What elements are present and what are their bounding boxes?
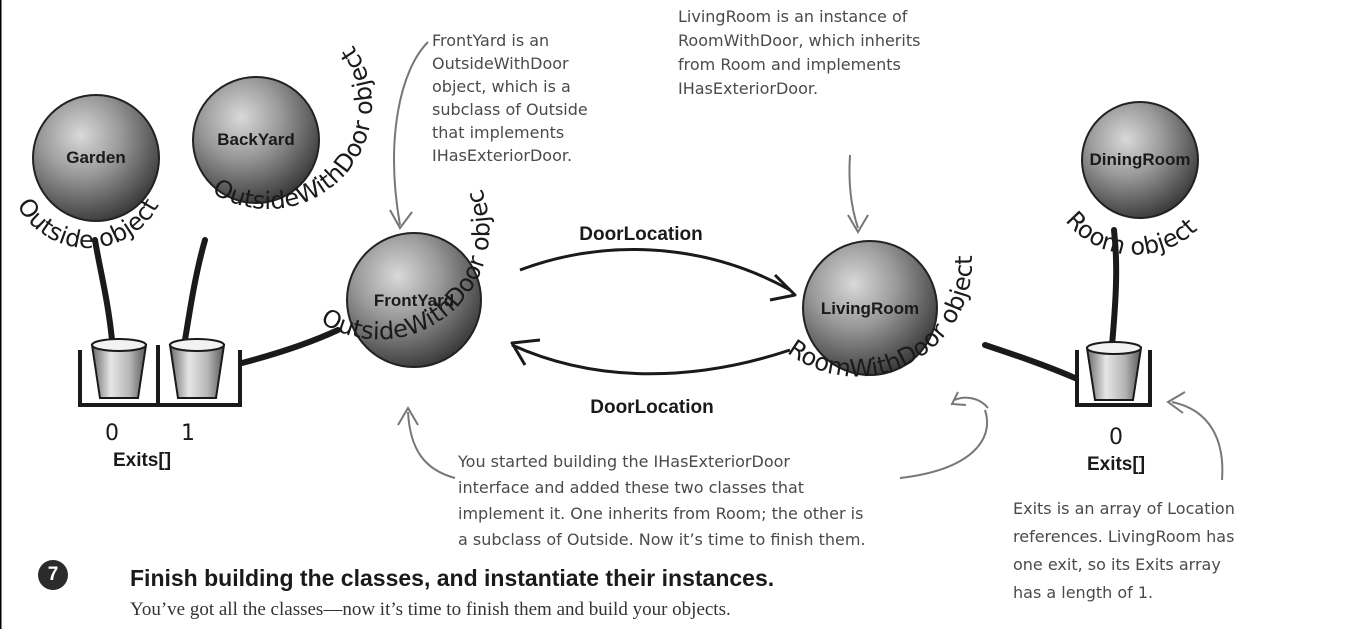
livingroom-exits-link (982, 342, 1078, 381)
object-name: FrontYard (374, 291, 454, 310)
exits-callout: Exits is an array of Location references… (1013, 391, 1235, 602)
exits-array-label: Exits[] (113, 450, 171, 471)
exit-index-0: 0 (105, 421, 119, 446)
exit-slot-0 (1085, 347, 1143, 401)
note-line: references. LivingRoom has (1013, 527, 1234, 546)
note-line: You started building the IHasExteriorDoo… (457, 452, 790, 471)
note-line: IHasExteriorDoor. (432, 146, 572, 165)
note-line: FrontYard is an (432, 31, 549, 50)
step-title: Finish building the classes, and instant… (130, 565, 775, 591)
note-line: subclass of Outside (432, 100, 588, 119)
exit-index-0: 0 (1109, 425, 1123, 450)
arrowhead-icon (510, 338, 541, 366)
note-line: object, which is a (432, 77, 571, 96)
step-body: You’ve got all the classes—now it’s time… (130, 599, 731, 620)
frontyard-object: FrontYard (346, 232, 482, 368)
step-number-badge: 7 (38, 560, 68, 590)
diningroom-object: DiningRoom (1081, 101, 1199, 219)
note-line: OutsideWithDoor (432, 54, 569, 73)
livingroom-object: LivingRoom (802, 240, 938, 376)
frontyard-exits-link (239, 327, 341, 366)
object-name: BackYard (217, 130, 295, 149)
exit-slot-0 (90, 344, 148, 399)
note-line: a subclass of Outside. Now it’s time to … (458, 530, 866, 549)
interface-callout: You started building the IHasExteriorDoo… (397, 391, 989, 549)
note-line: Exits is an array of Location (1013, 499, 1235, 518)
diningroom-link (1109, 227, 1120, 348)
note-line: that implements (432, 123, 564, 142)
arrowhead-icon (950, 391, 967, 406)
arrowhead-icon (769, 273, 797, 302)
arrowhead-icon (1166, 391, 1186, 414)
exits-array-label: Exits[] (1087, 454, 1145, 475)
note-line: LivingRoom is an instance of (678, 7, 908, 26)
backyard-link (182, 237, 208, 343)
note-line: has a length of 1. (1013, 583, 1153, 602)
livingroom-callout: LivingRoom is an instance of RoomWithDoo… (678, 7, 920, 234)
backyard-object: BackYard (192, 76, 320, 204)
note-line: from Room and implements (678, 55, 901, 74)
note-line: interface and added these two classes th… (458, 478, 804, 497)
door-location-arrow-forward: DoorLocation (519, 224, 797, 302)
door-location-label: DoorLocation (590, 397, 714, 418)
object-name: Garden (66, 148, 126, 167)
exit-index-1: 1 (181, 421, 195, 446)
garden-link (92, 237, 115, 343)
object-name: LivingRoom (821, 299, 919, 318)
exits-array-left: 0 1 Exits[] (78, 338, 242, 471)
arrowhead-icon (397, 406, 419, 426)
note-line: IHasExteriorDoor. (678, 79, 818, 98)
garden-object: Garden (32, 94, 160, 222)
exits-array-right: 0 Exits[] (1075, 341, 1152, 475)
note-line: implement it. One inherits from Room; th… (458, 504, 863, 523)
door-location-arrow-back: DoorLocation (510, 338, 791, 418)
arrowhead-icon (847, 214, 869, 234)
note-line: RoomWithDoor, which inherits (678, 31, 920, 50)
door-location-label: DoorLocation (579, 224, 703, 245)
frontyard-callout: FrontYard is an OutsideWithDoor object, … (389, 31, 588, 230)
arrowhead-icon (389, 209, 413, 230)
object-name: DiningRoom (1089, 150, 1190, 169)
note-line: one exit, so its Exits array (1013, 555, 1221, 574)
exit-slot-1 (168, 344, 226, 399)
